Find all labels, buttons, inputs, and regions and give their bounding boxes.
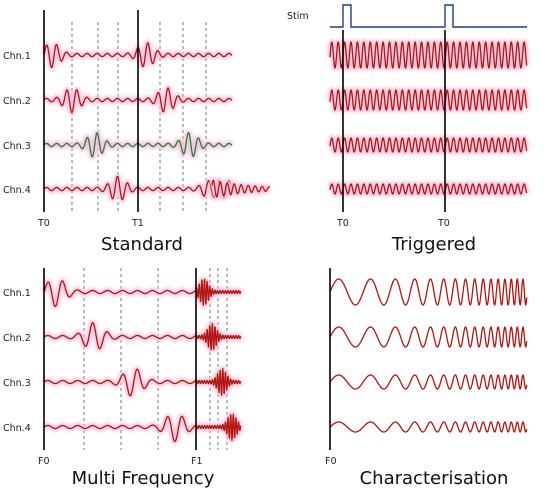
standard-waveform-4-tail-trace: [211, 179, 271, 198]
characterisation-waveform-2: [329, 326, 528, 348]
standard-channel-label-2: Chn.2: [3, 96, 31, 107]
characterisation-waveform-1-trace: [329, 278, 528, 306]
characterisation-waveform-2-trace: [329, 326, 528, 348]
multi-frequency-waveform-3: [41, 365, 244, 399]
standard-waveform-4-tail: [209, 177, 273, 200]
triggered-waveform-1: [327, 39, 530, 71]
multi-frequency-waveform-1-trace: [43, 278, 242, 308]
standard-channel-label-3: Chn.3: [3, 141, 31, 152]
multi-frequency-waveform-2: [41, 319, 244, 353]
triggered-marker-label-1: T0: [336, 218, 349, 229]
multi-frequency-marker-label-f1: F1: [191, 456, 203, 467]
standard-title: Standard: [101, 234, 183, 255]
multi-frequency-grid-lines: [83, 268, 228, 450]
multi-frequency-marker-label-f0: F0: [38, 456, 50, 467]
panel-characterisation: F0 Characterisation: [325, 268, 528, 489]
triggered-waveforms: [327, 39, 530, 197]
multi-frequency-waveforms: [41, 276, 244, 445]
multi-frequency-waveform-1: [41, 276, 244, 310]
characterisation-waveform-4: [329, 421, 528, 433]
characterisation-waveforms: [329, 278, 528, 433]
characterisation-waveform-4-trace: [329, 421, 528, 433]
standard-marker-label-t1: T1: [131, 218, 144, 229]
characterisation-waveform-1: [329, 278, 528, 306]
triggered-waveform-1-trace: [329, 41, 528, 69]
characterisation-marker-label-f0: F0: [325, 456, 337, 467]
triggered-waveform-4: [327, 181, 530, 197]
standard-waveforms: [41, 39, 273, 203]
triggered-waveform-2-trace: [329, 89, 528, 111]
multi-frequency-waveform-4-trace: [43, 413, 242, 443]
multi-frequency-channel-label-4: Chn.4: [3, 423, 31, 434]
standard-channel-label-1: Chn.1: [3, 51, 31, 62]
panel-multi-frequency: Chn.1 Chn.2 Chn.3 Chn.4 F0 F1 Multi Freq…: [3, 268, 244, 489]
triggered-waveform-2: [327, 87, 530, 113]
panel-standard: Chn.1 Chn.2 Chn.3 Chn.4 T0 T1 Standard: [3, 10, 273, 255]
panel-triggered: Stim T0 T0 Triggered: [287, 4, 530, 255]
triggered-waveform-3-trace: [329, 137, 528, 153]
triggered-waveform-3: [327, 135, 530, 155]
triggered-waveform-4-trace: [329, 183, 528, 195]
characterisation-waveform-3: [329, 374, 528, 390]
stim-label: Stim: [287, 11, 309, 22]
multi-frequency-waveform-4: [41, 411, 244, 445]
standard-channel-label-4: Chn.4: [3, 185, 31, 196]
multi-frequency-channel-label-1: Chn.1: [3, 288, 31, 299]
multi-frequency-channel-label-3: Chn.3: [3, 378, 31, 389]
multi-frequency-title: Multi Frequency: [72, 468, 215, 489]
multi-frequency-waveform-3-trace: [43, 368, 242, 397]
multi-frequency-waveform-2-trace: [43, 322, 242, 351]
multi-frequency-channel-label-2: Chn.2: [3, 333, 31, 344]
characterisation-waveform-3-trace: [329, 374, 528, 390]
triggered-marker-label-2: T0: [437, 218, 450, 229]
stim-trace: [330, 4, 527, 28]
triggered-title: Triggered: [391, 234, 476, 255]
standard-marker-label-t0: T0: [37, 218, 50, 229]
characterisation-title: Characterisation: [360, 468, 509, 489]
